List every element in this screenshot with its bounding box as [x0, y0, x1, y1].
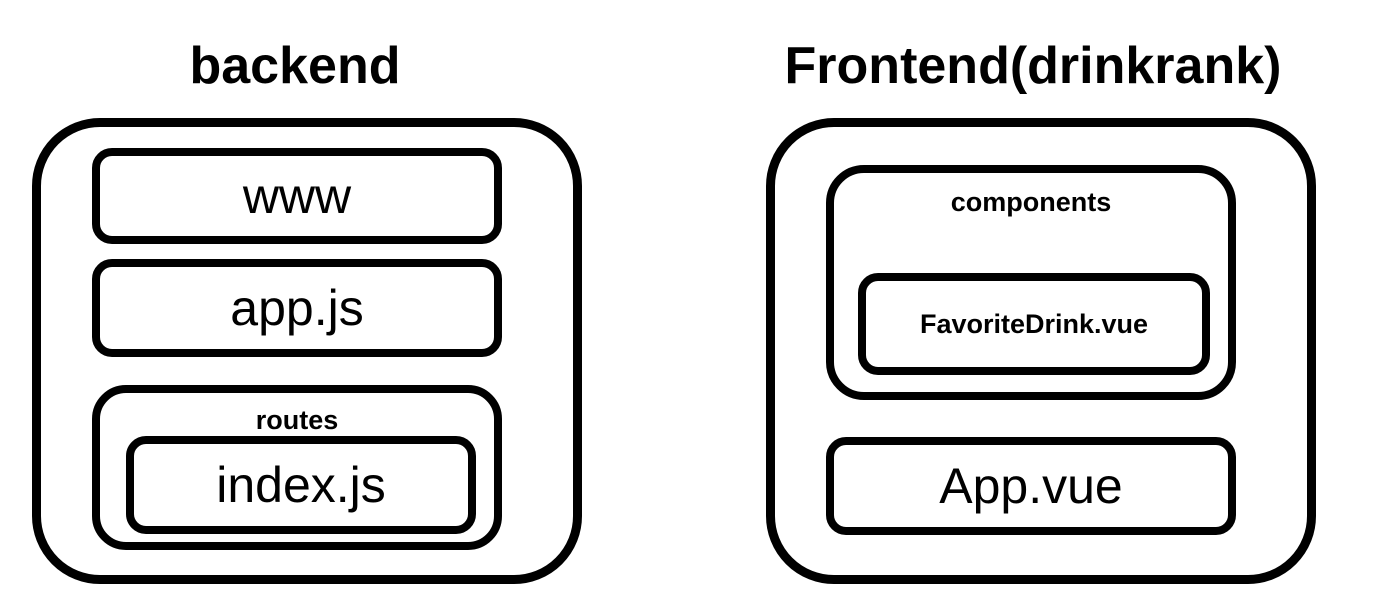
app-vue-label: App.vue: [939, 458, 1123, 514]
favorite-drink-box: FavoriteDrink.vue: [858, 273, 1210, 375]
components-label: components: [950, 187, 1112, 217]
frontend-title: Frontend(drinkrank): [784, 37, 1282, 95]
app-js-label: app.js: [230, 280, 364, 336]
www-label: www: [242, 168, 352, 224]
backend-title: backend: [189, 37, 401, 95]
favorite-drink-label: FavoriteDrink.vue: [919, 308, 1149, 339]
www-box: www: [92, 148, 502, 244]
routes-label: routes: [255, 405, 339, 435]
index-js-label: index.js: [216, 457, 386, 513]
index-js-box: index.js: [126, 436, 476, 534]
app-js-box: app.js: [92, 259, 502, 357]
app-vue-box: App.vue: [826, 437, 1236, 535]
